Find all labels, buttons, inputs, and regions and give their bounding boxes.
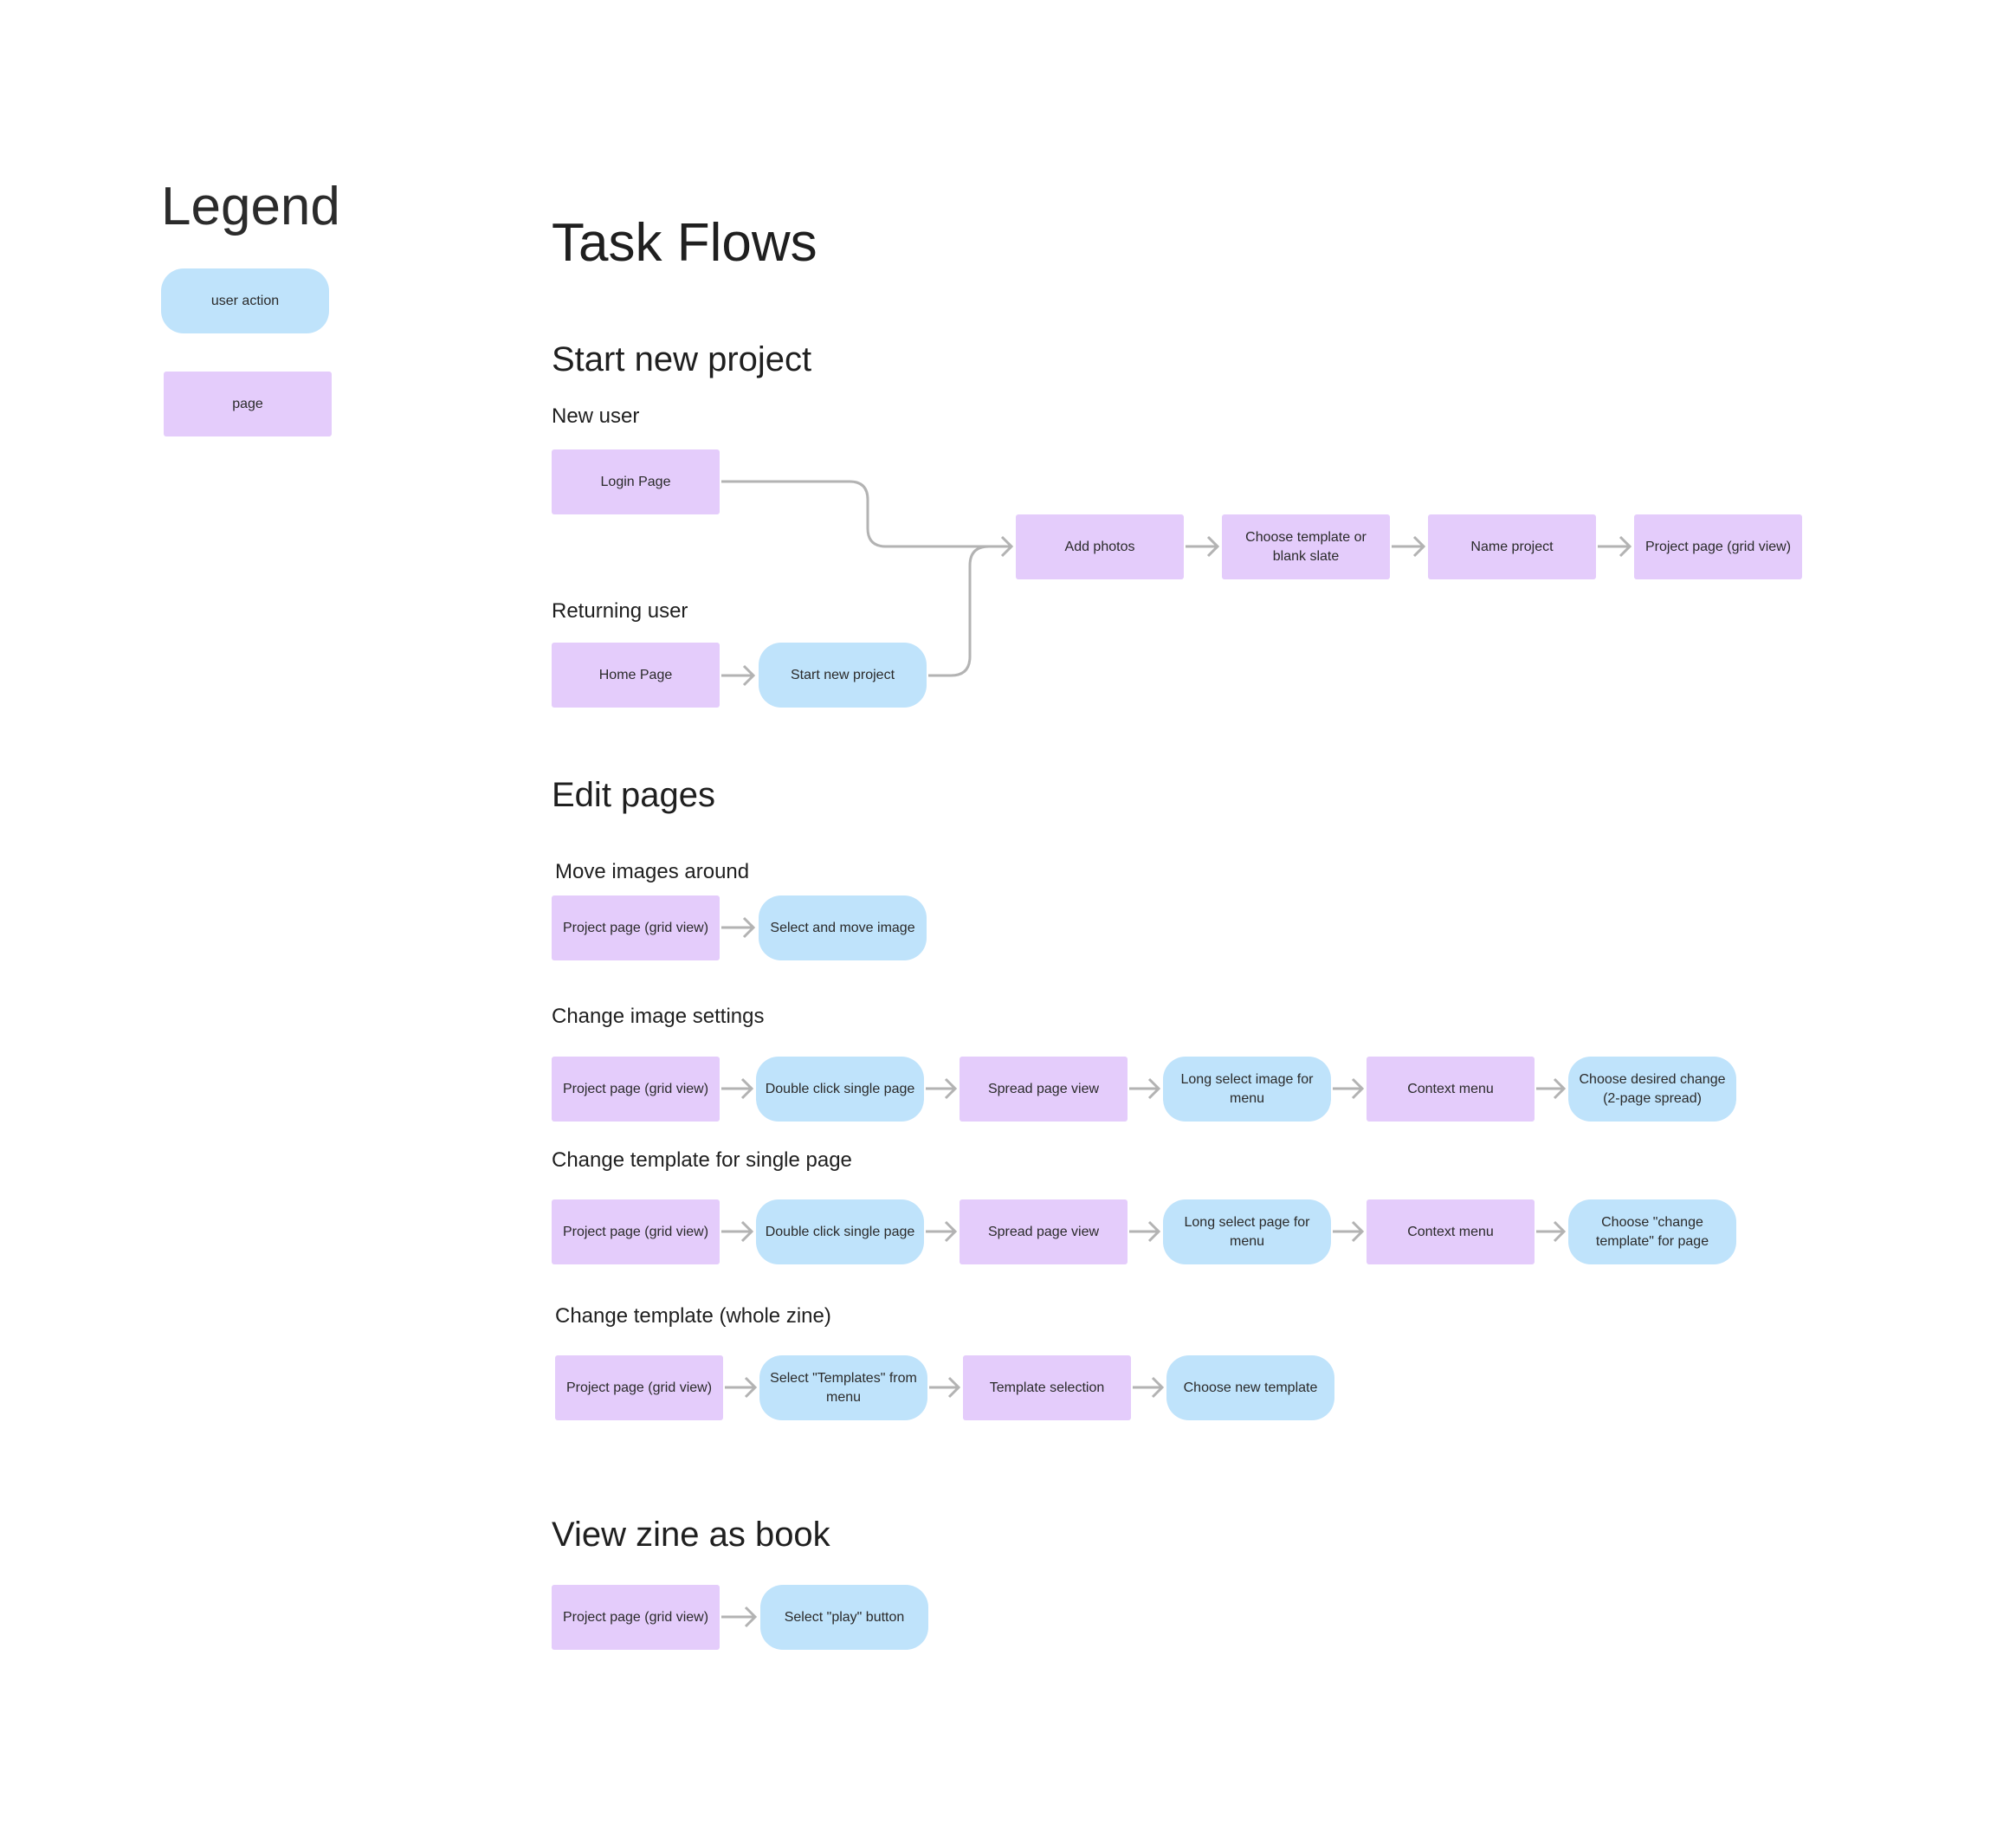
node-add-photos: Add photos	[1016, 514, 1184, 579]
flow-label-change-template-whole-zine: Change template (whole zine)	[555, 1304, 831, 1328]
flow-label-move-images: Move images around	[555, 860, 750, 883]
node-home-page: Home Page	[552, 643, 720, 708]
node-project-page-grid-view: Project page (grid view)	[555, 1355, 723, 1420]
node-label: Project page (grid view)	[562, 1224, 709, 1239]
node-label: Choose "change template" for page	[1595, 1214, 1709, 1249]
node-label: Double click single page	[765, 1224, 915, 1239]
node-label: Select "play" button	[784, 1609, 905, 1625]
legend-user-action: user action	[161, 268, 329, 333]
node-choose-change-template-for-page[interactable]: Choose "change template" for page	[1568, 1199, 1736, 1264]
node-select-and-move-image[interactable]: Select and move image	[759, 895, 927, 960]
node-label: Project page (grid view)	[562, 920, 709, 935]
section-title-edit-pages: Edit pages	[552, 776, 716, 814]
node-label: Home Page	[598, 667, 673, 682]
flow-label-change-template-single-page: Change template for single page	[552, 1148, 852, 1172]
connector-template-single-4	[1333, 1220, 1365, 1243]
node-label: Start new project	[790, 667, 895, 682]
connector-move-1	[721, 916, 756, 939]
flow-label-new-user: New user	[552, 404, 640, 428]
node-label: Spread page view	[987, 1224, 1100, 1239]
node-label: Project page (grid view)	[562, 1609, 709, 1625]
node-label: Select "Templates" from menu	[770, 1370, 917, 1405]
node-long-select-image-for-menu[interactable]: Long select image for menu	[1163, 1057, 1331, 1122]
flow-label-returning-user: Returning user	[552, 599, 688, 623]
connector-home-to-start	[721, 664, 756, 687]
node-project-page-grid-view: Project page (grid view)	[1634, 514, 1802, 579]
node-project-page-grid-view: Project page (grid view)	[552, 895, 720, 960]
connector-image-settings-5	[1536, 1077, 1567, 1100]
connector-template-whole-1	[725, 1376, 758, 1399]
node-label: Select and move image	[770, 920, 915, 935]
connector-name-to-project-page	[1598, 535, 1632, 558]
arrowhead-add-photos	[1000, 535, 1014, 558]
legend-page-label: page	[232, 396, 263, 411]
node-label: Choose template or blank slate	[1245, 529, 1367, 564]
node-label: Name project	[1470, 539, 1554, 554]
node-double-click-single-page[interactable]: Double click single page	[756, 1199, 924, 1264]
connector-login-to-add-photos	[721, 480, 1011, 548]
connector-add-photos-to-choose-template	[1186, 535, 1220, 558]
legend-user-action-label: user action	[210, 293, 280, 308]
node-spread-page-view: Spread page view	[960, 1199, 1128, 1264]
node-context-menu: Context menu	[1367, 1057, 1535, 1122]
node-context-menu: Context menu	[1367, 1199, 1535, 1264]
node-label: Project page (grid view)	[562, 1081, 709, 1096]
connector-template-whole-2	[929, 1376, 961, 1399]
flow-label-change-image-settings: Change image settings	[552, 1005, 765, 1028]
node-label: Login Page	[600, 474, 671, 489]
node-project-page-grid-view: Project page (grid view)	[552, 1057, 720, 1122]
node-label: Choose new template	[1183, 1380, 1318, 1395]
connector-template-single-1	[721, 1220, 754, 1243]
node-label: Spread page view	[987, 1081, 1100, 1096]
node-project-page-grid-view: Project page (grid view)	[552, 1199, 720, 1264]
node-label: Double click single page	[765, 1081, 915, 1096]
node-choose-desired-change[interactable]: Choose desired change (2-page spread)	[1568, 1057, 1736, 1122]
connector-choose-template-to-name	[1392, 535, 1426, 558]
connector-image-settings-1	[721, 1077, 754, 1100]
node-label: Project page (grid view)	[565, 1380, 713, 1395]
node-label: Project page (grid view)	[1644, 539, 1792, 554]
page-title: Task Flows	[552, 213, 817, 273]
node-label: Long select image for menu	[1180, 1071, 1314, 1106]
node-start-new-project[interactable]: Start new project	[759, 643, 927, 708]
node-select-templates-from-menu[interactable]: Select "Templates" from menu	[759, 1355, 927, 1420]
connector-view-1	[721, 1606, 758, 1628]
node-label: Choose desired change (2-page spread)	[1579, 1071, 1726, 1106]
legend-title: Legend	[161, 177, 340, 236]
section-title-view-zine-as-book: View zine as book	[552, 1516, 830, 1554]
connector-template-single-2	[926, 1220, 958, 1243]
node-label: Context menu	[1407, 1224, 1494, 1239]
node-choose-new-template[interactable]: Choose new template	[1166, 1355, 1334, 1420]
connector-template-single-3	[1129, 1220, 1161, 1243]
node-label: Add photos	[1064, 539, 1135, 554]
node-select-play-button[interactable]: Select "play" button	[760, 1585, 928, 1650]
node-login-page: Login Page	[552, 449, 720, 514]
connector-template-whole-3	[1133, 1376, 1165, 1399]
connector-start-to-add-photos	[928, 545, 990, 677]
legend-page: page	[164, 372, 332, 436]
node-double-click-single-page[interactable]: Double click single page	[756, 1057, 924, 1122]
node-name-project: Name project	[1428, 514, 1596, 579]
connector-image-settings-4	[1333, 1077, 1365, 1100]
node-template-selection: Template selection	[963, 1355, 1131, 1420]
node-label: Long select page for menu	[1184, 1214, 1310, 1249]
connector-image-settings-2	[926, 1077, 958, 1100]
node-spread-page-view: Spread page view	[960, 1057, 1128, 1122]
section-title-start-new-project: Start new project	[552, 340, 812, 378]
node-choose-template-or-blank: Choose template or blank slate	[1222, 514, 1390, 579]
node-long-select-page-for-menu[interactable]: Long select page for menu	[1163, 1199, 1331, 1264]
node-project-page-grid-view: Project page (grid view)	[552, 1585, 720, 1650]
node-label: Context menu	[1407, 1081, 1494, 1096]
connector-image-settings-3	[1129, 1077, 1161, 1100]
node-label: Template selection	[989, 1380, 1105, 1395]
connector-template-single-5	[1536, 1220, 1567, 1243]
